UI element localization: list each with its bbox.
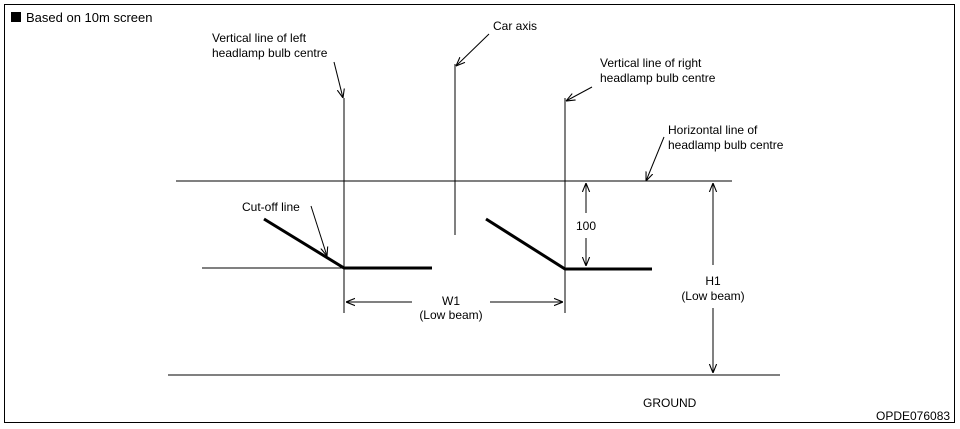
horizontal-line-leader-arrow (646, 136, 665, 181)
diagram-frame (4, 4, 955, 423)
label-vertical-left-line1: Vertical line of left (212, 31, 307, 45)
label-dim-100: 100 (575, 219, 597, 233)
black-square-icon (11, 12, 21, 22)
car-axis-leader-arrow (456, 33, 490, 66)
label-w1: W1 (442, 294, 460, 308)
label-vertical-right-line2: headlamp bulb centre (600, 71, 716, 85)
left-cutoff-line (263, 217, 432, 270)
figure-code: OPDE076083 (876, 409, 951, 423)
label-vertical-left-line2: headlamp bulb centre (212, 46, 328, 60)
label-ground: GROUND (643, 396, 697, 410)
label-car-axis: Car axis (493, 19, 538, 33)
header-title: Based on 10m screen (26, 10, 153, 25)
left-vertical-leader-arrow (333, 61, 343, 98)
label-horizontal-line2: headlamp bulb centre (668, 138, 784, 152)
label-horizontal-line1: Horizontal line of (668, 123, 758, 137)
label-h1: H1 (705, 274, 721, 288)
label-w1-low-beam: (Low beam) (419, 308, 483, 322)
label-h1-low-beam: (Low beam) (681, 289, 745, 303)
right-cutoff-line (485, 217, 652, 271)
label-cutoff-line: Cut-off line (242, 200, 300, 214)
label-vertical-right-line1: Vertical line of right (600, 56, 702, 70)
cutoff-leader-arrow (310, 205, 327, 256)
right-vertical-leader-arrow (566, 86, 593, 101)
